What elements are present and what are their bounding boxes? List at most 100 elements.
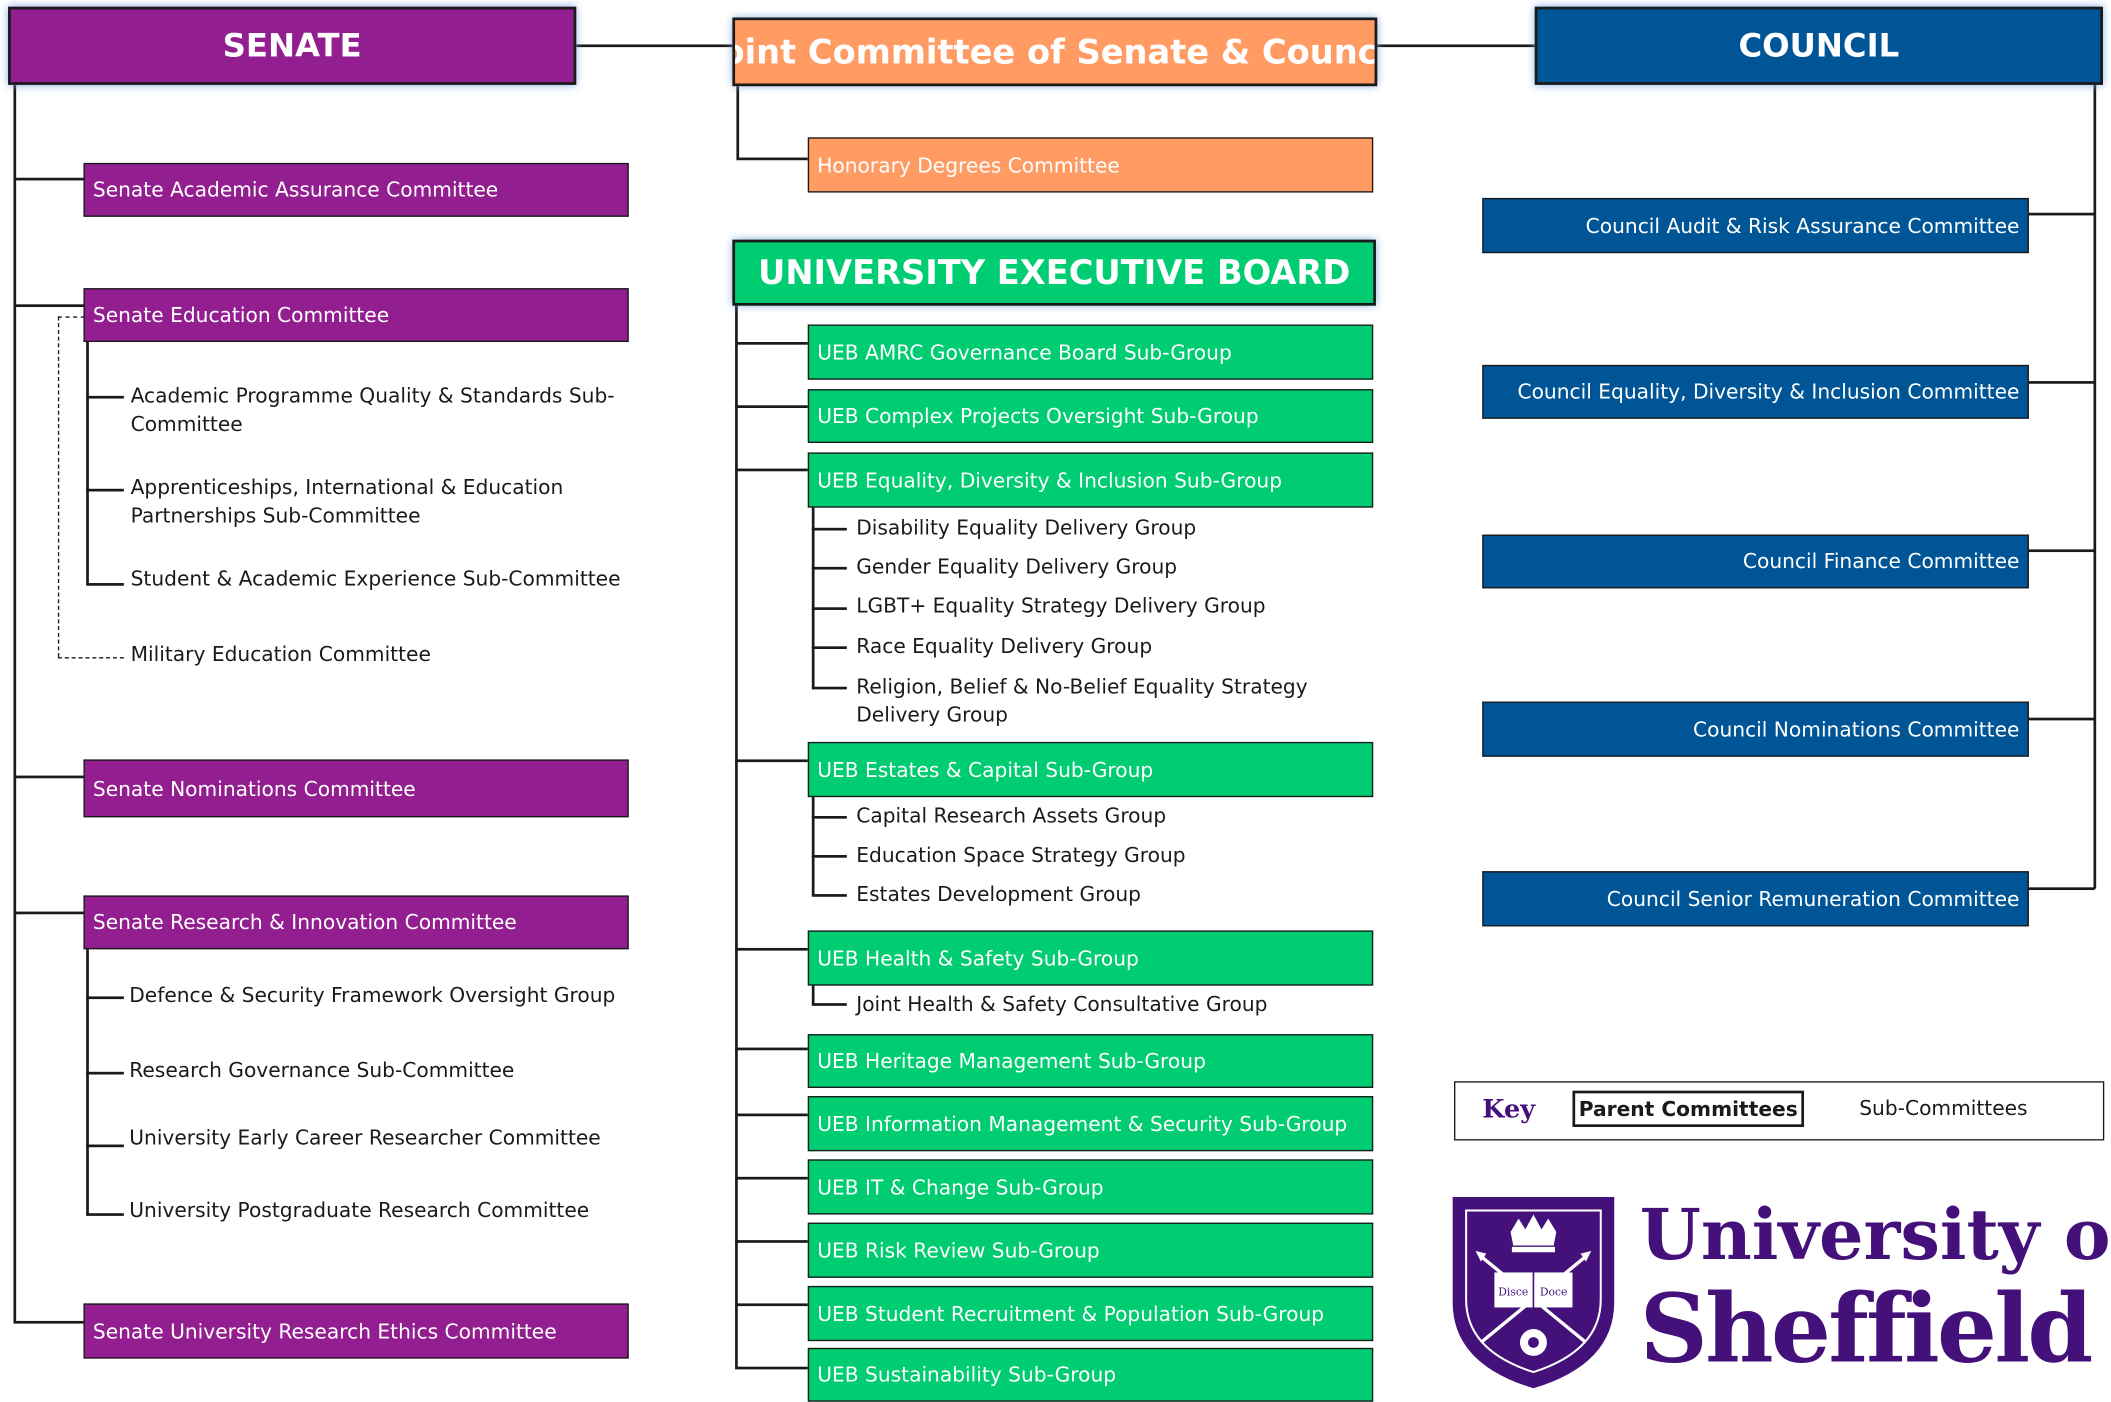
senate-committee: Senate University Research Ethics Commit…: [83, 1303, 629, 1359]
joint-committee-header: Joint Committee of Senate & Council: [732, 17, 1378, 87]
sub-group: Disability Equality Delivery Group: [856, 515, 1197, 540]
committee-label: Council Senior Remuneration Committee: [1606, 886, 2020, 911]
key-legend: Key Parent Committees Sub-Committees: [1454, 1081, 2105, 1141]
ueb-title: UNIVERSITY EXECUTIVE BOARD: [758, 253, 1351, 293]
sub-committee: University Early Career Researcher Commi…: [129, 1125, 601, 1150]
research-sub-trunk: [86, 947, 89, 1215]
ueb-group: UEB Sustainability Sub-Group: [807, 1347, 1374, 1402]
ueb-group: UEB Estates & Capital Sub-Group: [807, 741, 1374, 798]
branch: [811, 566, 847, 569]
senate-committee: Senate Education Committee: [83, 288, 629, 343]
branch: [735, 1366, 808, 1369]
branch: [2027, 212, 2095, 215]
group-label: UEB Estates & Capital Sub-Group: [817, 757, 1154, 782]
committee-label: Council Audit & Risk Assurance Committee: [1585, 213, 2020, 238]
ueb-group: UEB Complex Projects Oversight Sub-Group: [807, 389, 1374, 443]
ueb-group: UEB Equality, Diversity & Inclusion Sub-…: [807, 452, 1374, 508]
ueb-header: UNIVERSITY EXECUTIVE BOARD: [732, 239, 1376, 306]
branch: [811, 815, 847, 818]
council-title: COUNCIL: [1738, 26, 1900, 65]
branch: [811, 686, 847, 689]
council-committee: Council Nominations Committee: [1482, 701, 2029, 757]
branch: [735, 405, 808, 408]
branch: [2027, 549, 2095, 552]
branch: [811, 607, 847, 610]
sub-group: LGBT+ Equality Strategy Delivery Group: [856, 593, 1266, 619]
logo-line-1: University of: [1639, 1194, 2111, 1277]
branch: [86, 1071, 124, 1074]
crest-book-left: Disce: [1498, 1285, 1528, 1298]
connector-senate-joint: [576, 44, 734, 47]
dashed-link: [57, 316, 60, 658]
committee-label: Senate University Research Ethics Commit…: [92, 1318, 557, 1344]
sub-group: Joint Health & Safety Consultative Group: [856, 992, 1268, 1017]
committee-label: Council Nominations Committee: [1693, 717, 2020, 742]
key-sub-sample: Sub-Committees: [1859, 1096, 2028, 1121]
university-crest-icon: Disce Doce: [1452, 1197, 1615, 1389]
branch: [2027, 381, 2095, 384]
group-label: UEB IT & Change Sub-Group: [817, 1174, 1104, 1200]
ueb-group: UEB IT & Change Sub-Group: [807, 1159, 1374, 1215]
branch: [811, 855, 847, 858]
sub-group: Education Space Strategy Group: [856, 842, 1186, 868]
senate-committee: Senate Nominations Committee: [83, 759, 629, 818]
dashed-link: [57, 316, 85, 318]
council-committee: Council Senior Remuneration Committee: [1482, 871, 2029, 927]
branch: [13, 1320, 85, 1323]
ueb-group: UEB Student Recruitment & Population Sub…: [807, 1285, 1374, 1342]
sub-committee: Military Education Committee: [130, 642, 431, 667]
group-label: UEB Equality, Diversity & Inclusion Sub-…: [817, 467, 1283, 493]
ueb-group: UEB Health & Safety Sub-Group: [807, 930, 1374, 986]
ueb-group: UEB Information Management & Security Su…: [807, 1096, 1374, 1152]
group-label: UEB Student Recruitment & Population Sub…: [817, 1301, 1325, 1326]
branch: [13, 177, 85, 180]
branch: [2027, 717, 2095, 720]
branch: [811, 527, 847, 530]
branch: [735, 1113, 808, 1116]
branch: [735, 1047, 808, 1050]
branch: [13, 775, 85, 778]
committee-label: Honorary Degrees Committee: [817, 152, 1120, 178]
joint-trunk: [736, 84, 739, 159]
group-label: UEB Heritage Management Sub-Group: [817, 1048, 1206, 1074]
branch: [735, 1303, 808, 1306]
connector-joint-council: [1375, 44, 1535, 47]
branch: [736, 157, 808, 160]
committee-label: Senate Education Committee: [92, 302, 390, 328]
group-label: UEB Information Management & Security Su…: [817, 1111, 1348, 1136]
council-committee: Council Finance Committee: [1482, 534, 2029, 589]
group-label: UEB Complex Projects Oversight Sub-Group: [817, 403, 1259, 429]
sub-committee: University Postgraduate Research Committ…: [129, 1198, 590, 1223]
branch: [86, 996, 124, 999]
edu-sub-trunk: [86, 340, 89, 585]
hs-sub-trunk: [811, 984, 814, 1005]
group-label: UEB AMRC Governance Board Sub-Group: [817, 339, 1232, 365]
senate-title: SENATE: [222, 26, 362, 65]
crest-book-right: Doce: [1540, 1285, 1568, 1298]
branch: [811, 646, 847, 649]
branch: [86, 488, 124, 491]
group-label: UEB Risk Review Sub-Group: [817, 1238, 1100, 1263]
ueb-group: UEB Heritage Management Sub-Group: [807, 1034, 1374, 1088]
ueb-trunk: [735, 304, 738, 1369]
senate-trunk: [13, 83, 16, 1323]
estates-sub-trunk: [811, 795, 814, 896]
branch: [735, 1240, 808, 1243]
sub-committee: Research Governance Sub-Committee: [129, 1058, 515, 1083]
dashed-link: [57, 657, 124, 659]
senate-header: SENATE: [8, 6, 577, 85]
branch: [811, 1003, 847, 1006]
branch: [13, 304, 85, 307]
sub-committee: Academic Programme Quality & Standards S…: [130, 383, 615, 437]
committee-label: Senate Nominations Committee: [92, 776, 416, 801]
branch: [86, 1213, 124, 1216]
sub-committee: Student & Academic Experience Sub-Commit…: [130, 566, 621, 592]
committee-label: Senate Research & Innovation Committee: [92, 910, 517, 935]
branch: [2027, 887, 2095, 890]
key-parent-sample: Parent Committees: [1572, 1090, 1805, 1128]
sub-group: Gender Equality Delivery Group: [856, 554, 1178, 579]
branch: [735, 759, 808, 762]
branch: [735, 947, 808, 950]
key-label: Key: [1482, 1094, 1536, 1125]
